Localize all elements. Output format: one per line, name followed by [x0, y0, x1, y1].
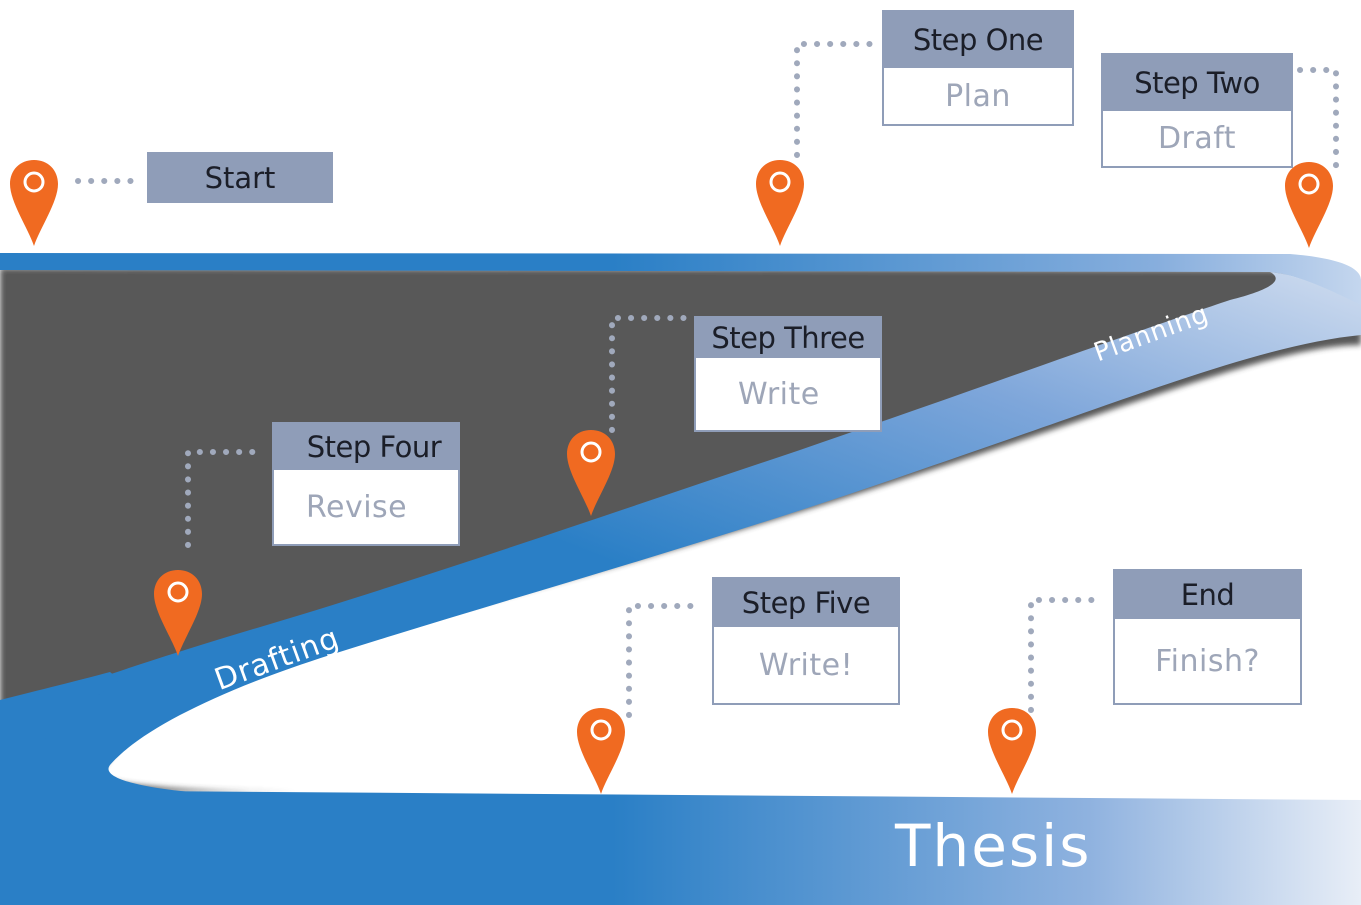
start-label: Start: [147, 152, 333, 203]
map-pin-icon: [154, 570, 202, 656]
end-box: End Finish?: [1113, 569, 1302, 705]
thesis-label: Thesis: [895, 812, 1092, 880]
bottom-road: [0, 790, 1361, 905]
diagonal-road: [0, 272, 1361, 800]
map-pin-icon: [577, 708, 625, 794]
connector-step-three: [609, 315, 688, 433]
step-three-box: Step Three Write: [694, 316, 882, 432]
top-road: [0, 253, 1361, 310]
step-one-title: Step One: [884, 12, 1072, 68]
end-subtitle: Finish?: [1155, 643, 1260, 679]
end-title: End: [1115, 571, 1300, 619]
step-two-subtitle: Draft: [1157, 121, 1237, 156]
step-two-title: Step Two: [1103, 55, 1291, 111]
connector-step-four: [185, 449, 265, 548]
bottom-road-curve: [0, 672, 120, 790]
step-four-subtitle: Revise: [306, 489, 408, 525]
connector-step-one: [794, 41, 873, 158]
step-five-subtitle: Write!: [758, 647, 854, 683]
map-pin-icon: [988, 708, 1036, 794]
step-five-box: Step Five Write!: [712, 577, 900, 705]
dotted-connectors: [75, 41, 1339, 718]
connector-step-five: [626, 603, 703, 718]
step-three-title: Step Three: [696, 318, 880, 358]
map-pin-icon: [756, 160, 804, 246]
step-four-box: Step Four Revise: [272, 422, 460, 546]
map-pin-icon: [10, 160, 58, 246]
start-label-text: Start: [204, 160, 276, 195]
step-one-box: Step One Plan: [882, 10, 1074, 126]
connector-step-two: [1297, 67, 1339, 175]
step-three-subtitle: Write: [738, 376, 820, 412]
step-one-subtitle: Plan: [945, 78, 1011, 114]
map-pin-icon: [1285, 162, 1333, 248]
connector-end: [1028, 597, 1103, 713]
step-five-title: Step Five: [714, 579, 898, 627]
map-pin-icon: [567, 430, 615, 516]
step-two-box: Step Two Draft: [1101, 53, 1293, 168]
step-four-title: Step Four: [274, 424, 458, 470]
